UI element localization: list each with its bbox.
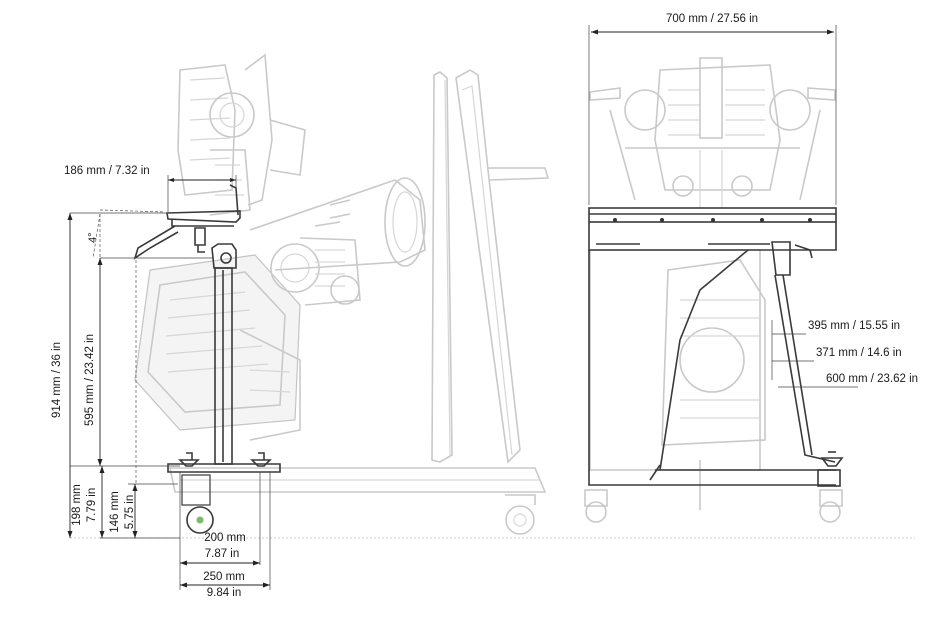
front-view-table <box>588 207 844 487</box>
dimension-lines <box>67 25 858 590</box>
dim-base-outer-in: 9.84 in <box>207 587 242 599</box>
dim-base-height-2-in: 5.75 in <box>124 495 136 530</box>
dim-total-height: 914 mm / 36 in <box>51 342 63 418</box>
dim-base-height-1-mm: 198 mm <box>71 484 83 526</box>
dim-base-height-2-mm: 146 mm <box>109 491 121 533</box>
dim-column-height: 595 mm / 23.42 in <box>84 334 96 426</box>
dim-strut-2: 371 mm / 14.6 in <box>816 347 902 359</box>
dim-base-inner-mm: 200 mm <box>204 532 246 544</box>
dim-table-depth: 186 mm / 7.32 in <box>64 165 150 177</box>
side-view-table <box>133 184 281 534</box>
dim-strut-3: 600 mm / 23.62 in <box>826 373 918 385</box>
dim-base-outer-mm: 250 mm <box>203 571 245 583</box>
dim-table-width: 700 mm / 27.56 in <box>666 13 758 25</box>
dim-strut-1: 395 mm / 15.55 in <box>808 320 900 332</box>
dim-base-inner-in: 7.87 in <box>205 548 240 560</box>
side-view-machine <box>134 53 550 535</box>
front-view-machine <box>584 57 843 523</box>
dim-base-height-1-in: 7.79 in <box>86 488 98 523</box>
dim-tilt-angle: 4° <box>87 232 99 243</box>
